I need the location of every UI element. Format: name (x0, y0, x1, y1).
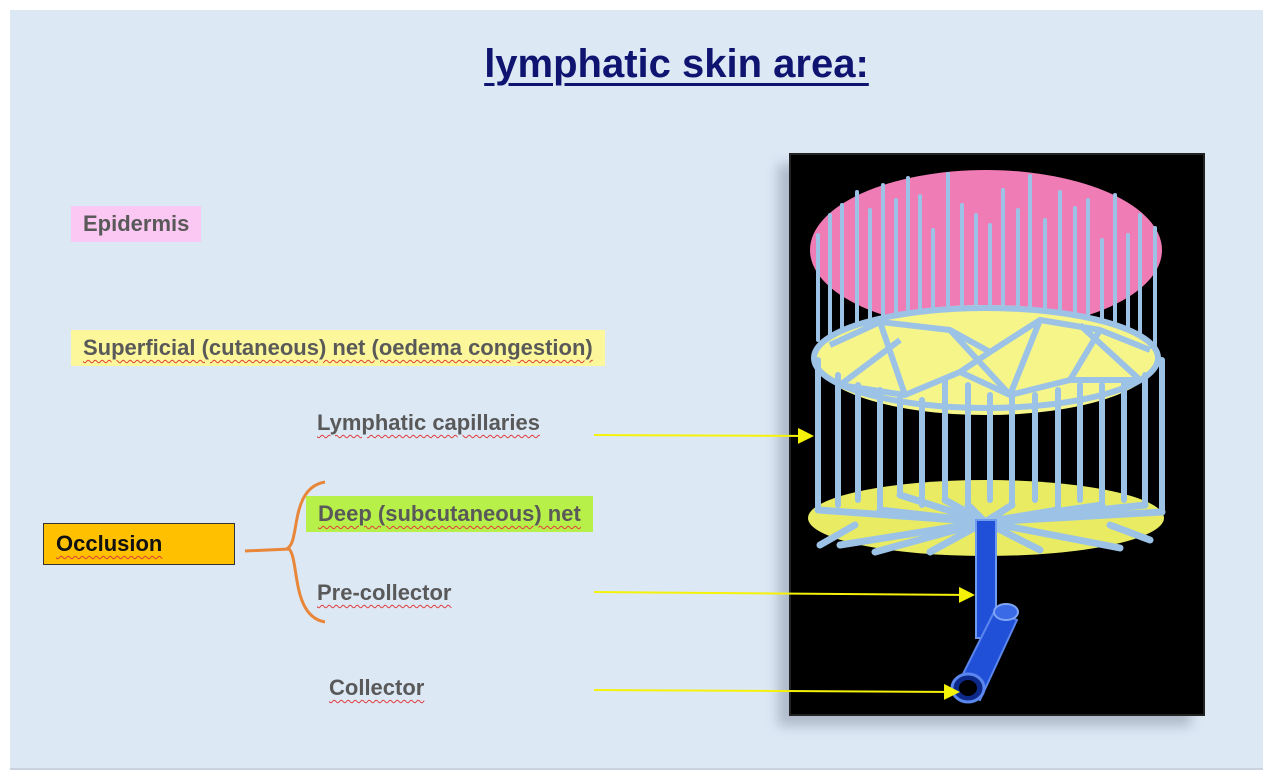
label-deep-net: Deep (subcutaneous) net (306, 496, 593, 532)
slide-bottom-border (10, 768, 1263, 770)
label-occlusion: Occlusion (43, 523, 235, 565)
label-epidermis: Epidermis (71, 206, 202, 242)
label-superficial-net: Superficial (cutaneous) net (oedema cong… (71, 330, 605, 366)
label-collector: Collector (329, 675, 425, 700)
figure-shadow (778, 164, 1191, 726)
slide-title: lymphatic skin area: (484, 42, 869, 86)
label-pre-collector: Pre-collector (317, 580, 452, 605)
label-lymphatic-capillaries: Lymphatic capillaries (317, 410, 540, 435)
